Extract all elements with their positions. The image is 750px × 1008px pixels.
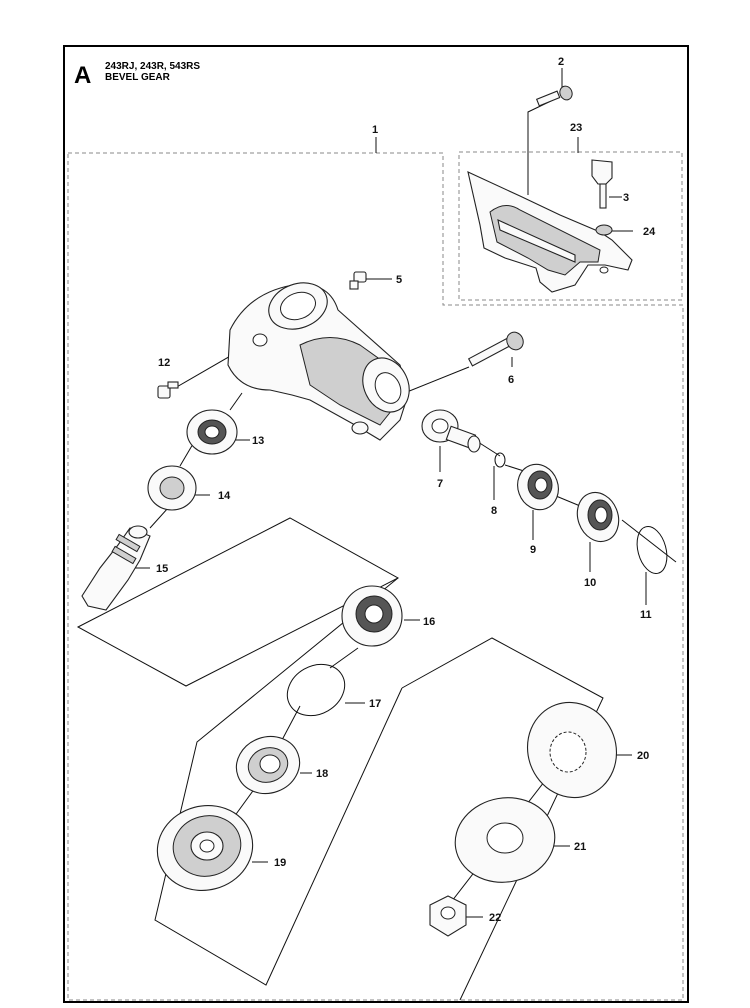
bolt-part-6	[467, 331, 524, 367]
callout-23: 23	[570, 122, 582, 134]
gearbox-housing-part	[227, 282, 410, 441]
shaft-part-15	[81, 525, 151, 611]
washer-part-24	[595, 224, 613, 236]
pin-part-3	[591, 159, 613, 209]
callout-19: 19	[274, 857, 286, 869]
section-letter: A	[74, 62, 91, 89]
circlip-part-11	[636, 526, 668, 574]
thrust-washer-part-20	[526, 701, 618, 799]
lower-left-group-outline	[154, 577, 403, 986]
bearing-part-10	[576, 491, 620, 543]
callout-10: 10	[584, 577, 596, 589]
callout-1: 1	[372, 124, 378, 136]
assembly-1-group-box	[67, 152, 684, 1001]
screw-part-2	[535, 85, 573, 107]
snap-ring-part-8	[494, 452, 506, 468]
callout-8: 8	[491, 505, 497, 517]
bearing-part-9	[517, 463, 559, 511]
seal-part-14	[147, 465, 197, 511]
diagram-title: BEVEL GEAR	[105, 72, 171, 83]
circlip-part-17	[286, 663, 346, 717]
model-list: 243RJ, 243R, 543RS	[105, 61, 200, 72]
bearing-part-16	[341, 585, 403, 647]
nut-part-22	[429, 895, 467, 937]
shield-guard-part	[467, 171, 633, 293]
callout-labels: 1 2 3 5 6 7 8 9 10 11 12 13 14 15 16 17 …	[156, 56, 656, 924]
callout-7: 7	[437, 478, 443, 490]
callout-20: 20	[637, 750, 649, 762]
callout-3: 3	[623, 192, 629, 204]
callout-15: 15	[156, 563, 168, 575]
screw-part-5	[349, 271, 367, 290]
bevel-gear-part-19	[156, 805, 254, 891]
callout-24: 24	[643, 226, 656, 238]
lower-right-group-outline	[266, 638, 603, 1000]
sleeve-part-7	[421, 409, 481, 453]
callout-2: 2	[558, 56, 564, 68]
callout-14: 14	[218, 490, 231, 502]
callout-5: 5	[396, 274, 402, 286]
bearing-part-13	[186, 409, 238, 455]
assembly-23-group-box	[458, 151, 683, 301]
thrust-plate-part-21	[454, 797, 556, 883]
screw-part-12	[157, 381, 179, 399]
bearing-part-18	[235, 735, 301, 795]
callout-9: 9	[530, 544, 536, 556]
callout-11: 11	[640, 609, 652, 621]
callout-12: 12	[158, 357, 170, 369]
callout-6: 6	[508, 374, 514, 386]
callout-13: 13	[252, 435, 264, 447]
callout-16: 16	[423, 616, 435, 628]
callout-21: 21	[574, 841, 586, 853]
page-frame	[63, 45, 689, 1003]
callout-18: 18	[316, 768, 328, 780]
callout-22: 22	[489, 912, 501, 924]
callout-17: 17	[369, 698, 381, 710]
